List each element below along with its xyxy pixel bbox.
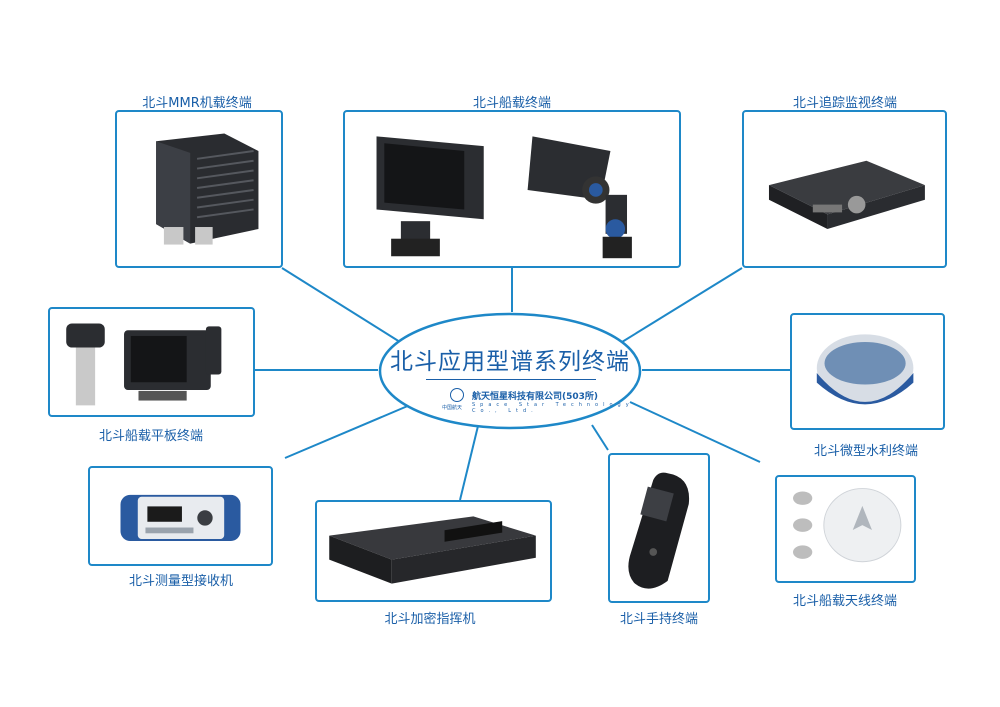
company-logo-icon (450, 388, 464, 402)
label-tracking-terminal: 北斗追踪监视终端 (792, 96, 898, 111)
label-water-terminal: 北斗微型水利终端 (813, 444, 919, 459)
image-survey-receiver (88, 466, 273, 566)
image-command-machine (315, 500, 552, 602)
image-antenna-terminal (775, 475, 916, 583)
label-shipborne-terminal: 北斗船载终端 (472, 96, 552, 111)
connector-tracking (621, 267, 743, 343)
connector-mmr (281, 267, 401, 343)
image-tracking-terminal (742, 110, 947, 268)
logo-caption: 中国航天 (442, 405, 463, 411)
image-shipborne-terminal (343, 110, 681, 268)
image-water-terminal (790, 313, 945, 430)
connector-survey (284, 404, 411, 459)
connector-command (459, 425, 479, 501)
label-tablet-terminal: 北斗船载平板终端 (98, 429, 204, 444)
label-mmr-terminal: 北斗MMR机载终端 (142, 96, 252, 111)
hub-title: 北斗应用型谱系列终端 (390, 349, 630, 375)
hub-divider (426, 379, 596, 380)
image-handheld-terminal (608, 453, 710, 603)
label-command-machine: 北斗加密指挥机 (384, 612, 476, 627)
connector-handheld (591, 424, 609, 451)
connector-antenna (629, 401, 761, 463)
image-mmr-terminal (115, 110, 283, 268)
center-hub: 北斗应用型谱系列终端 中国航天 航天恒星科技有限公司(503所) Space S… (378, 312, 642, 430)
label-survey-receiver: 北斗测量型接收机 (128, 574, 234, 589)
label-handheld-terminal: 北斗手持终端 (619, 612, 699, 627)
hub-ellipse (378, 312, 642, 430)
label-antenna-terminal: 北斗船载天线终端 (792, 594, 898, 609)
org-name: 航天恒星科技有限公司(503所) (472, 392, 599, 402)
org-name-en: Space Star Technology Co., Ltd. (472, 402, 634, 414)
image-tablet-terminal (48, 307, 255, 417)
